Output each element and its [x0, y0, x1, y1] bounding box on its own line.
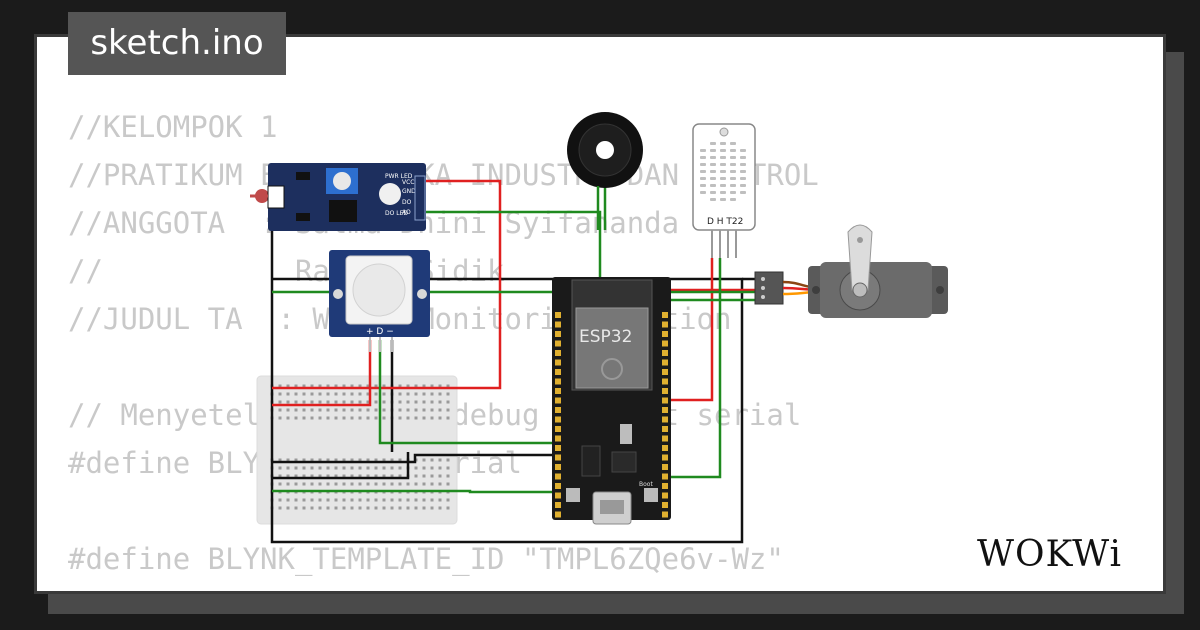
servo-motor[interactable]: [754, 224, 948, 318]
dht22-sensor[interactable]: D H T22: [692, 123, 756, 258]
ldr-led-label: DO LED: [385, 210, 408, 217]
breadboard[interactable]: [256, 375, 458, 525]
esp32-pin-headers: [555, 312, 668, 518]
esp32-board[interactable]: ESP32 Boot: [552, 277, 671, 525]
ldr-led-label: PWR LED: [385, 173, 413, 180]
boot-label: Boot: [639, 481, 653, 488]
esp32-label: ESP32: [579, 327, 632, 347]
file-tab[interactable]: sketch.ino: [68, 12, 286, 75]
ldr-pin-label: AO: [402, 209, 411, 216]
ldr-pin-label: VCC: [402, 179, 414, 186]
pir-pin-labels: + D −: [366, 327, 394, 337]
piezo-buzzer[interactable]: [567, 112, 643, 230]
code-line: #define BLYNK_TEMPLATE_ID "TMPL6ZQe6v-Wz…: [68, 542, 784, 576]
ldr-sensor-module[interactable]: PWR LED DO LED VCC GND DO AO: [255, 163, 426, 231]
dht-label: D H T22: [707, 217, 743, 227]
ldr-pin-label: DO: [402, 199, 412, 206]
code-line: //KELOMPOK 1: [68, 110, 278, 144]
ldr-pin-label: GND: [402, 188, 416, 195]
dht-vents: [700, 142, 746, 201]
brand-logo: WOKWi: [977, 534, 1122, 575]
wokwi-logo: WOKWi: [977, 534, 1122, 575]
pir-motion-sensor[interactable]: + D −: [329, 250, 430, 352]
